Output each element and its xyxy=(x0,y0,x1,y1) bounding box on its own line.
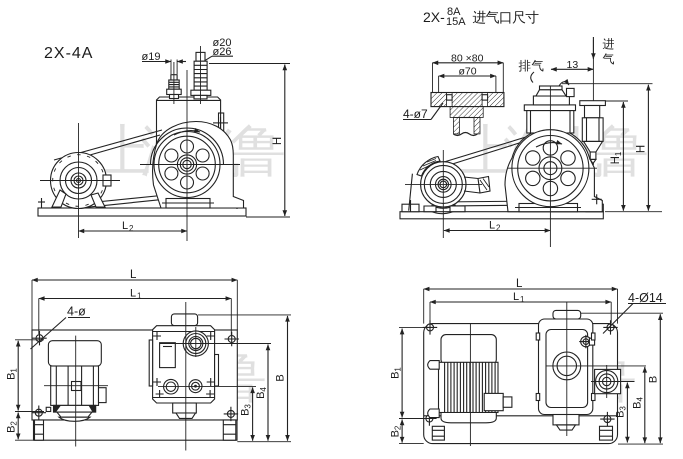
svg-text:13: 13 xyxy=(567,59,579,71)
svg-text:2X-: 2X- xyxy=(423,9,445,25)
svg-text:B4: B4 xyxy=(632,397,645,409)
svg-text:B2: B2 xyxy=(6,421,19,433)
svg-text:B4: B4 xyxy=(255,387,268,399)
svg-text:H: H xyxy=(272,137,284,145)
svg-text:4-ø7: 4-ø7 xyxy=(403,107,428,121)
svg-text:4-Ø14: 4-Ø14 xyxy=(628,291,663,305)
svg-text:2: 2 xyxy=(496,224,501,233)
svg-text:L: L xyxy=(513,291,519,303)
svg-text:L: L xyxy=(489,220,495,232)
svg-text:8A: 8A xyxy=(447,6,461,18)
svg-text:L: L xyxy=(122,220,128,232)
svg-text:1: 1 xyxy=(520,295,525,304)
svg-text:2X-4A: 2X-4A xyxy=(44,45,93,62)
svg-text:4-ø: 4-ø xyxy=(67,305,86,319)
svg-text:L: L xyxy=(130,288,136,300)
svg-text:ø19: ø19 xyxy=(142,51,161,63)
svg-text:H1: H1 xyxy=(610,151,623,164)
svg-text:B1: B1 xyxy=(6,368,19,380)
svg-text:B1: B1 xyxy=(390,367,403,379)
svg-text:B2: B2 xyxy=(390,425,403,437)
svg-text:B: B xyxy=(647,376,659,383)
svg-text:B3: B3 xyxy=(614,406,627,418)
svg-text:ø20: ø20 xyxy=(213,37,232,49)
svg-text:L: L xyxy=(130,269,137,281)
svg-text:1: 1 xyxy=(137,292,142,301)
svg-text:B: B xyxy=(275,374,287,381)
svg-text:ø26: ø26 xyxy=(213,46,232,58)
svg-text:2: 2 xyxy=(129,224,134,233)
svg-text:H: H xyxy=(636,145,648,153)
svg-text:15A: 15A xyxy=(446,16,466,28)
svg-text:L: L xyxy=(516,278,523,290)
svg-text:B3: B3 xyxy=(240,404,253,416)
